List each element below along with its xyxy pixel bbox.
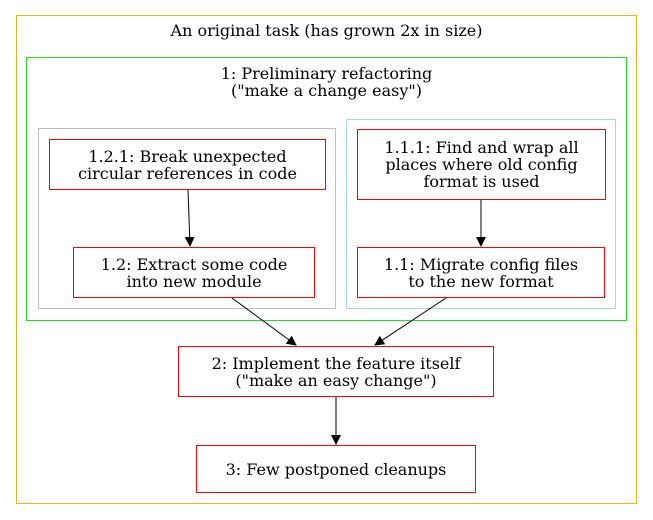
cluster-1-1 <box>346 119 616 309</box>
node-1-1-1: 1.1.1: Find and wrap all places where ol… <box>357 129 606 200</box>
cluster-original-task: An original task (has grown 2x in size) <box>16 15 637 504</box>
node-1-2-1-label: 1.2.1: Break unexpected circular referen… <box>78 146 297 183</box>
node-1-2-1: 1.2.1: Break unexpected circular referen… <box>49 139 326 190</box>
cluster-preliminary-refactoring-title-line2: ("make a change easy") <box>231 81 422 100</box>
edge-121-to-12 <box>184 189 195 247</box>
node-1-1: 1.1: Migrate config files to the new for… <box>357 247 605 298</box>
node-1-2-label: 1.2: Extract some code into new module <box>100 254 288 291</box>
node-2-label: 2: Implement the feature itself ("make a… <box>211 353 461 390</box>
edge-11-to-2 <box>374 297 447 346</box>
node-3: 3: Few postponed cleanups <box>196 445 476 493</box>
cluster-original-task-title: An original task (has grown 2x in size) <box>170 21 483 40</box>
edge-12-to-2 <box>231 297 297 346</box>
node-1-2: 1.2: Extract some code into new module <box>73 247 315 298</box>
node-2: 2: Implement the feature itself ("make a… <box>178 346 494 397</box>
node-1-1-label: 1.1: Migrate config files to the new for… <box>383 254 579 291</box>
node-3-label: 3: Few postponed cleanups <box>225 459 447 479</box>
cluster-1-2 <box>38 128 336 309</box>
cluster-preliminary-refactoring: 1: Preliminary refactoring ("make a chan… <box>26 57 627 321</box>
node-1-1-1-label: 1.1.1: Find and wrap all places where ol… <box>384 138 579 191</box>
cluster-preliminary-refactoring-title-line1: 1: Preliminary refactoring <box>220 64 433 83</box>
